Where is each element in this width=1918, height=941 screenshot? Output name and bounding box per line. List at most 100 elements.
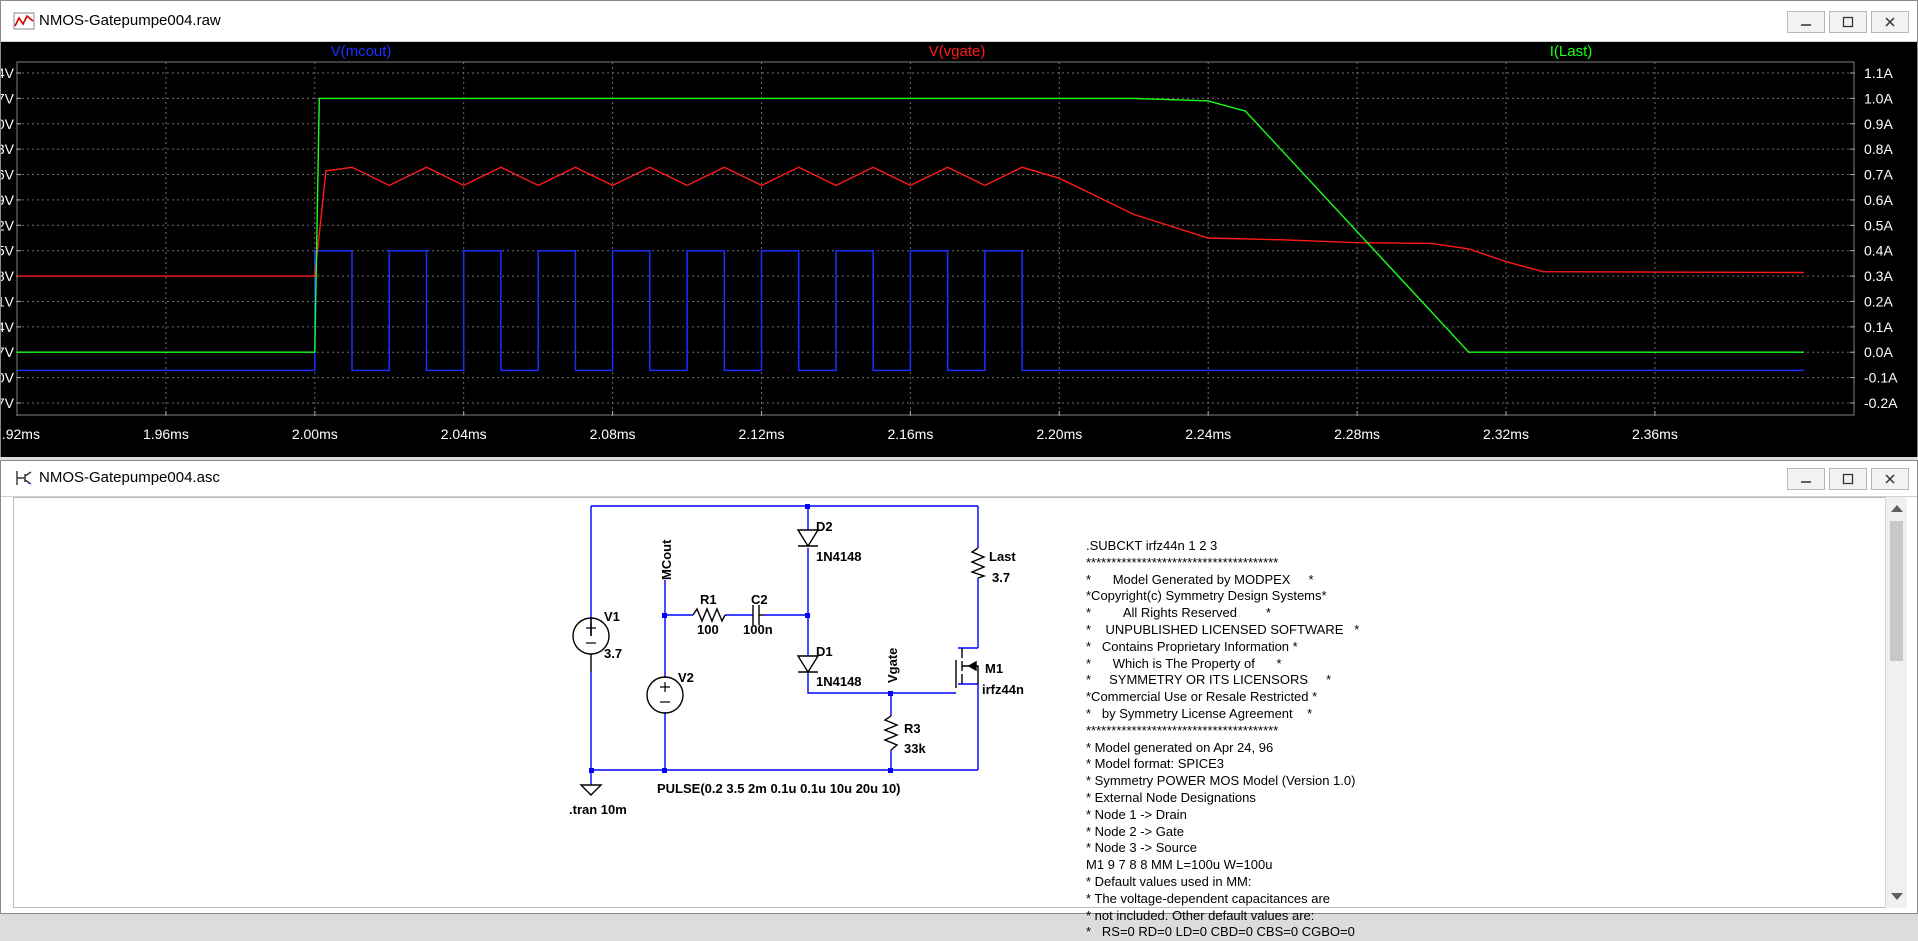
scroll-thumb[interactable] xyxy=(1890,521,1903,661)
trace-legend: V(mcout) V(vgate) I(Last) xyxy=(331,43,1593,60)
x-tick-label: 2.20ms xyxy=(1036,426,1082,442)
wires xyxy=(590,505,979,785)
minimize-button[interactable] xyxy=(1787,468,1825,490)
maximize-button[interactable] xyxy=(1829,468,1867,490)
d2-label: D2 xyxy=(816,519,833,534)
waveform-titlebar[interactable]: NMOS-Gatepumpe004.raw xyxy=(1,1,1917,42)
y-right-tick-label: 0.2A xyxy=(1864,293,1893,309)
netlist-line: * Model generated on Apr 24, 96 xyxy=(1086,739,1274,755)
y-right-tick-label: 0.6A xyxy=(1864,192,1893,208)
plot-traces xyxy=(17,97,1804,372)
trace-ilast xyxy=(17,97,1804,353)
m1-mosfet[interactable] xyxy=(955,648,979,688)
y-right-tick-label: 0.1A xyxy=(1864,319,1893,335)
maximize-button[interactable] xyxy=(1829,11,1867,33)
netlist-line: * Model Generated by MODPEX * xyxy=(1086,571,1314,587)
vertical-scrollbar[interactable] xyxy=(1885,497,1907,908)
x-tick-label: 2.12ms xyxy=(739,426,785,442)
waveform-icon xyxy=(13,12,35,30)
netlist-line: * Model format: SPICE3 xyxy=(1086,756,1224,772)
components xyxy=(572,529,987,796)
d2-model: 1N4148 xyxy=(816,549,862,564)
netlist-line: * RS=0 RD=0 LD=0 CBD=0 CBS=0 CGBO=0 xyxy=(1086,924,1355,940)
legend-entry[interactable]: V(mcout) xyxy=(331,43,392,60)
plot-frame xyxy=(16,61,1855,416)
c2-capacitor[interactable] xyxy=(752,605,764,625)
y-left-tick-label: 4.9V xyxy=(1,192,15,208)
x-tick-label: 2.00ms xyxy=(292,426,338,442)
trace-vmcout xyxy=(17,249,1804,372)
x-tick-label: 2.28ms xyxy=(1334,426,1380,442)
netlist-line: * Default values used in MM: xyxy=(1086,873,1252,889)
netlist-line: *Commercial Use or Resale Restricted * xyxy=(1086,689,1318,705)
x-axis: 1.92ms1.96ms2.00ms2.04ms2.08ms2.12ms2.16… xyxy=(1,411,1678,442)
y-left-tick-label: 4.2V xyxy=(1,217,15,233)
y-right-tick-label: 0.4A xyxy=(1864,243,1893,259)
d2-diode[interactable] xyxy=(796,529,820,548)
junction-dots xyxy=(589,504,893,773)
r3-resistor[interactable] xyxy=(883,715,899,751)
y-right-tick-label: 0.0A xyxy=(1864,344,1893,360)
scroll-down-icon[interactable] xyxy=(1891,893,1903,900)
netlist-line: * Which is The Property of * xyxy=(1086,655,1282,671)
pulse-directive: PULSE(0.2 3.5 2m 0.1u 0.1u 10u 20u 10) xyxy=(657,781,901,796)
y-right-tick-label: 1.0A xyxy=(1864,90,1893,106)
maximize-icon xyxy=(1842,473,1854,485)
netlist-line: * Node 1 -> Drain xyxy=(1086,806,1187,822)
netlist-line: M1 9 7 8 8 MM L=100u W=100u xyxy=(1086,857,1273,873)
waveform-window: NMOS-Gatepumpe004.raw 8.4V7.7V7.0V6.3V5.… xyxy=(0,0,1918,457)
y-left-tick-label: 3.5V xyxy=(1,243,15,259)
schematic-window: NMOS-Gatepumpe004.asc xyxy=(0,460,1918,939)
y-left-tick-label: -0.7V xyxy=(1,395,15,411)
r1-resistor[interactable] xyxy=(692,607,726,623)
x-tick-label: 1.96ms xyxy=(143,426,189,442)
y-right-tick-label: 1.1A xyxy=(1864,65,1893,81)
netlist-line: ************************************** xyxy=(1086,722,1279,738)
y-left-tick-label: 6.3V xyxy=(1,141,15,157)
d1-diode[interactable] xyxy=(796,655,820,674)
x-tick-label: 2.36ms xyxy=(1632,426,1678,442)
y-right-tick-label: 0.9A xyxy=(1864,116,1893,132)
netlist-line: *Copyright(c) Symmetry Design Systems* xyxy=(1086,588,1327,604)
y-axis-left: 8.4V7.7V7.0V6.3V5.6V4.9V4.2V3.5V2.8V2.1V… xyxy=(1,65,21,411)
close-button[interactable] xyxy=(1871,468,1909,490)
netlist-line: * External Node Designations xyxy=(1086,789,1256,805)
legend-entry[interactable]: I(Last) xyxy=(1550,43,1593,60)
x-tick-label: 2.32ms xyxy=(1483,426,1529,442)
c2-label: C2 xyxy=(751,592,768,607)
netlist-line: * Node 2 -> Gate xyxy=(1086,823,1184,839)
ground-symbol xyxy=(579,784,603,796)
mcout-netlabel: MCout xyxy=(659,539,674,580)
y-left-tick-label: 2.1V xyxy=(1,293,15,309)
y-right-tick-label: 0.3A xyxy=(1864,268,1893,284)
minimize-button[interactable] xyxy=(1787,11,1825,33)
minimize-icon xyxy=(1801,24,1811,26)
last-resistor[interactable] xyxy=(970,547,987,579)
x-tick-label: 2.08ms xyxy=(590,426,636,442)
close-button[interactable] xyxy=(1871,11,1909,33)
v2-source[interactable] xyxy=(646,676,684,714)
scroll-up-icon[interactable] xyxy=(1891,505,1903,512)
v1-source[interactable] xyxy=(572,617,610,672)
schematic-drawing[interactable]: D2 1N4148 D1 1N4148 MCout R1 100 C2 100n… xyxy=(14,498,1885,907)
netlist-line: * Symmetry POWER MOS Model (Version 1.0) xyxy=(1086,773,1356,789)
waveform-plot[interactable]: 8.4V7.7V7.0V6.3V5.6V4.9V4.2V3.5V2.8V2.1V… xyxy=(1,42,1917,457)
schematic-icon xyxy=(16,471,32,485)
netlist-line: .SUBCKT irfz44n 1 2 3 xyxy=(1086,538,1218,553)
netlist-line: * All Rights Reserved * xyxy=(1086,605,1271,621)
plot-background xyxy=(1,42,1917,457)
m1-model: irfz44n xyxy=(982,682,1024,697)
x-tick-label: 1.92ms xyxy=(1,426,40,442)
schematic-canvas[interactable]: D2 1N4148 D1 1N4148 MCout R1 100 C2 100n… xyxy=(13,497,1886,939)
v1-value: 3.7 xyxy=(604,646,622,661)
r3-value: 33k xyxy=(904,741,926,756)
y-right-tick-label: 0.5A xyxy=(1864,217,1893,233)
trace-vvgate xyxy=(17,166,1804,277)
y-left-tick-label: 0.0V xyxy=(1,370,15,386)
y-left-tick-label: 5.6V xyxy=(1,167,15,183)
netlist-line: * UNPUBLISHED LICENSED SOFTWARE * xyxy=(1086,621,1360,637)
y-axis-right: 1.1A1.0A0.9A0.8A0.7A0.6A0.5A0.4A0.3A0.2A… xyxy=(1850,65,1898,411)
legend-entry[interactable]: V(vgate) xyxy=(929,43,986,60)
y-left-tick-label: 0.7V xyxy=(1,344,15,360)
schematic-titlebar[interactable]: NMOS-Gatepumpe004.asc xyxy=(1,461,1917,497)
